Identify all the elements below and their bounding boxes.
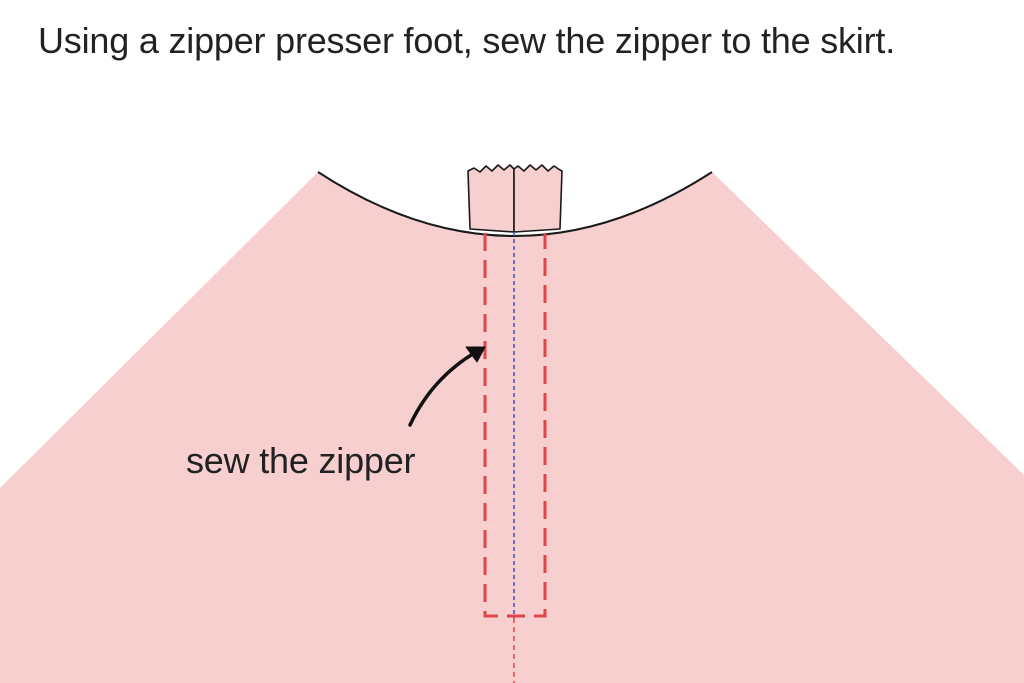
- callout-arrow-head: [465, 346, 486, 363]
- callout-arrow-line: [408, 350, 478, 427]
- skirt-panel: [0, 172, 1024, 683]
- step-instruction: Using a zipper presser foot, sew the zip…: [38, 20, 895, 61]
- zipper-stitch-line: [483, 233, 547, 618]
- zipper-tape-right: [513, 164, 563, 233]
- callout-label: sew the zipper: [186, 440, 416, 481]
- zipper-tape-left: [467, 164, 515, 233]
